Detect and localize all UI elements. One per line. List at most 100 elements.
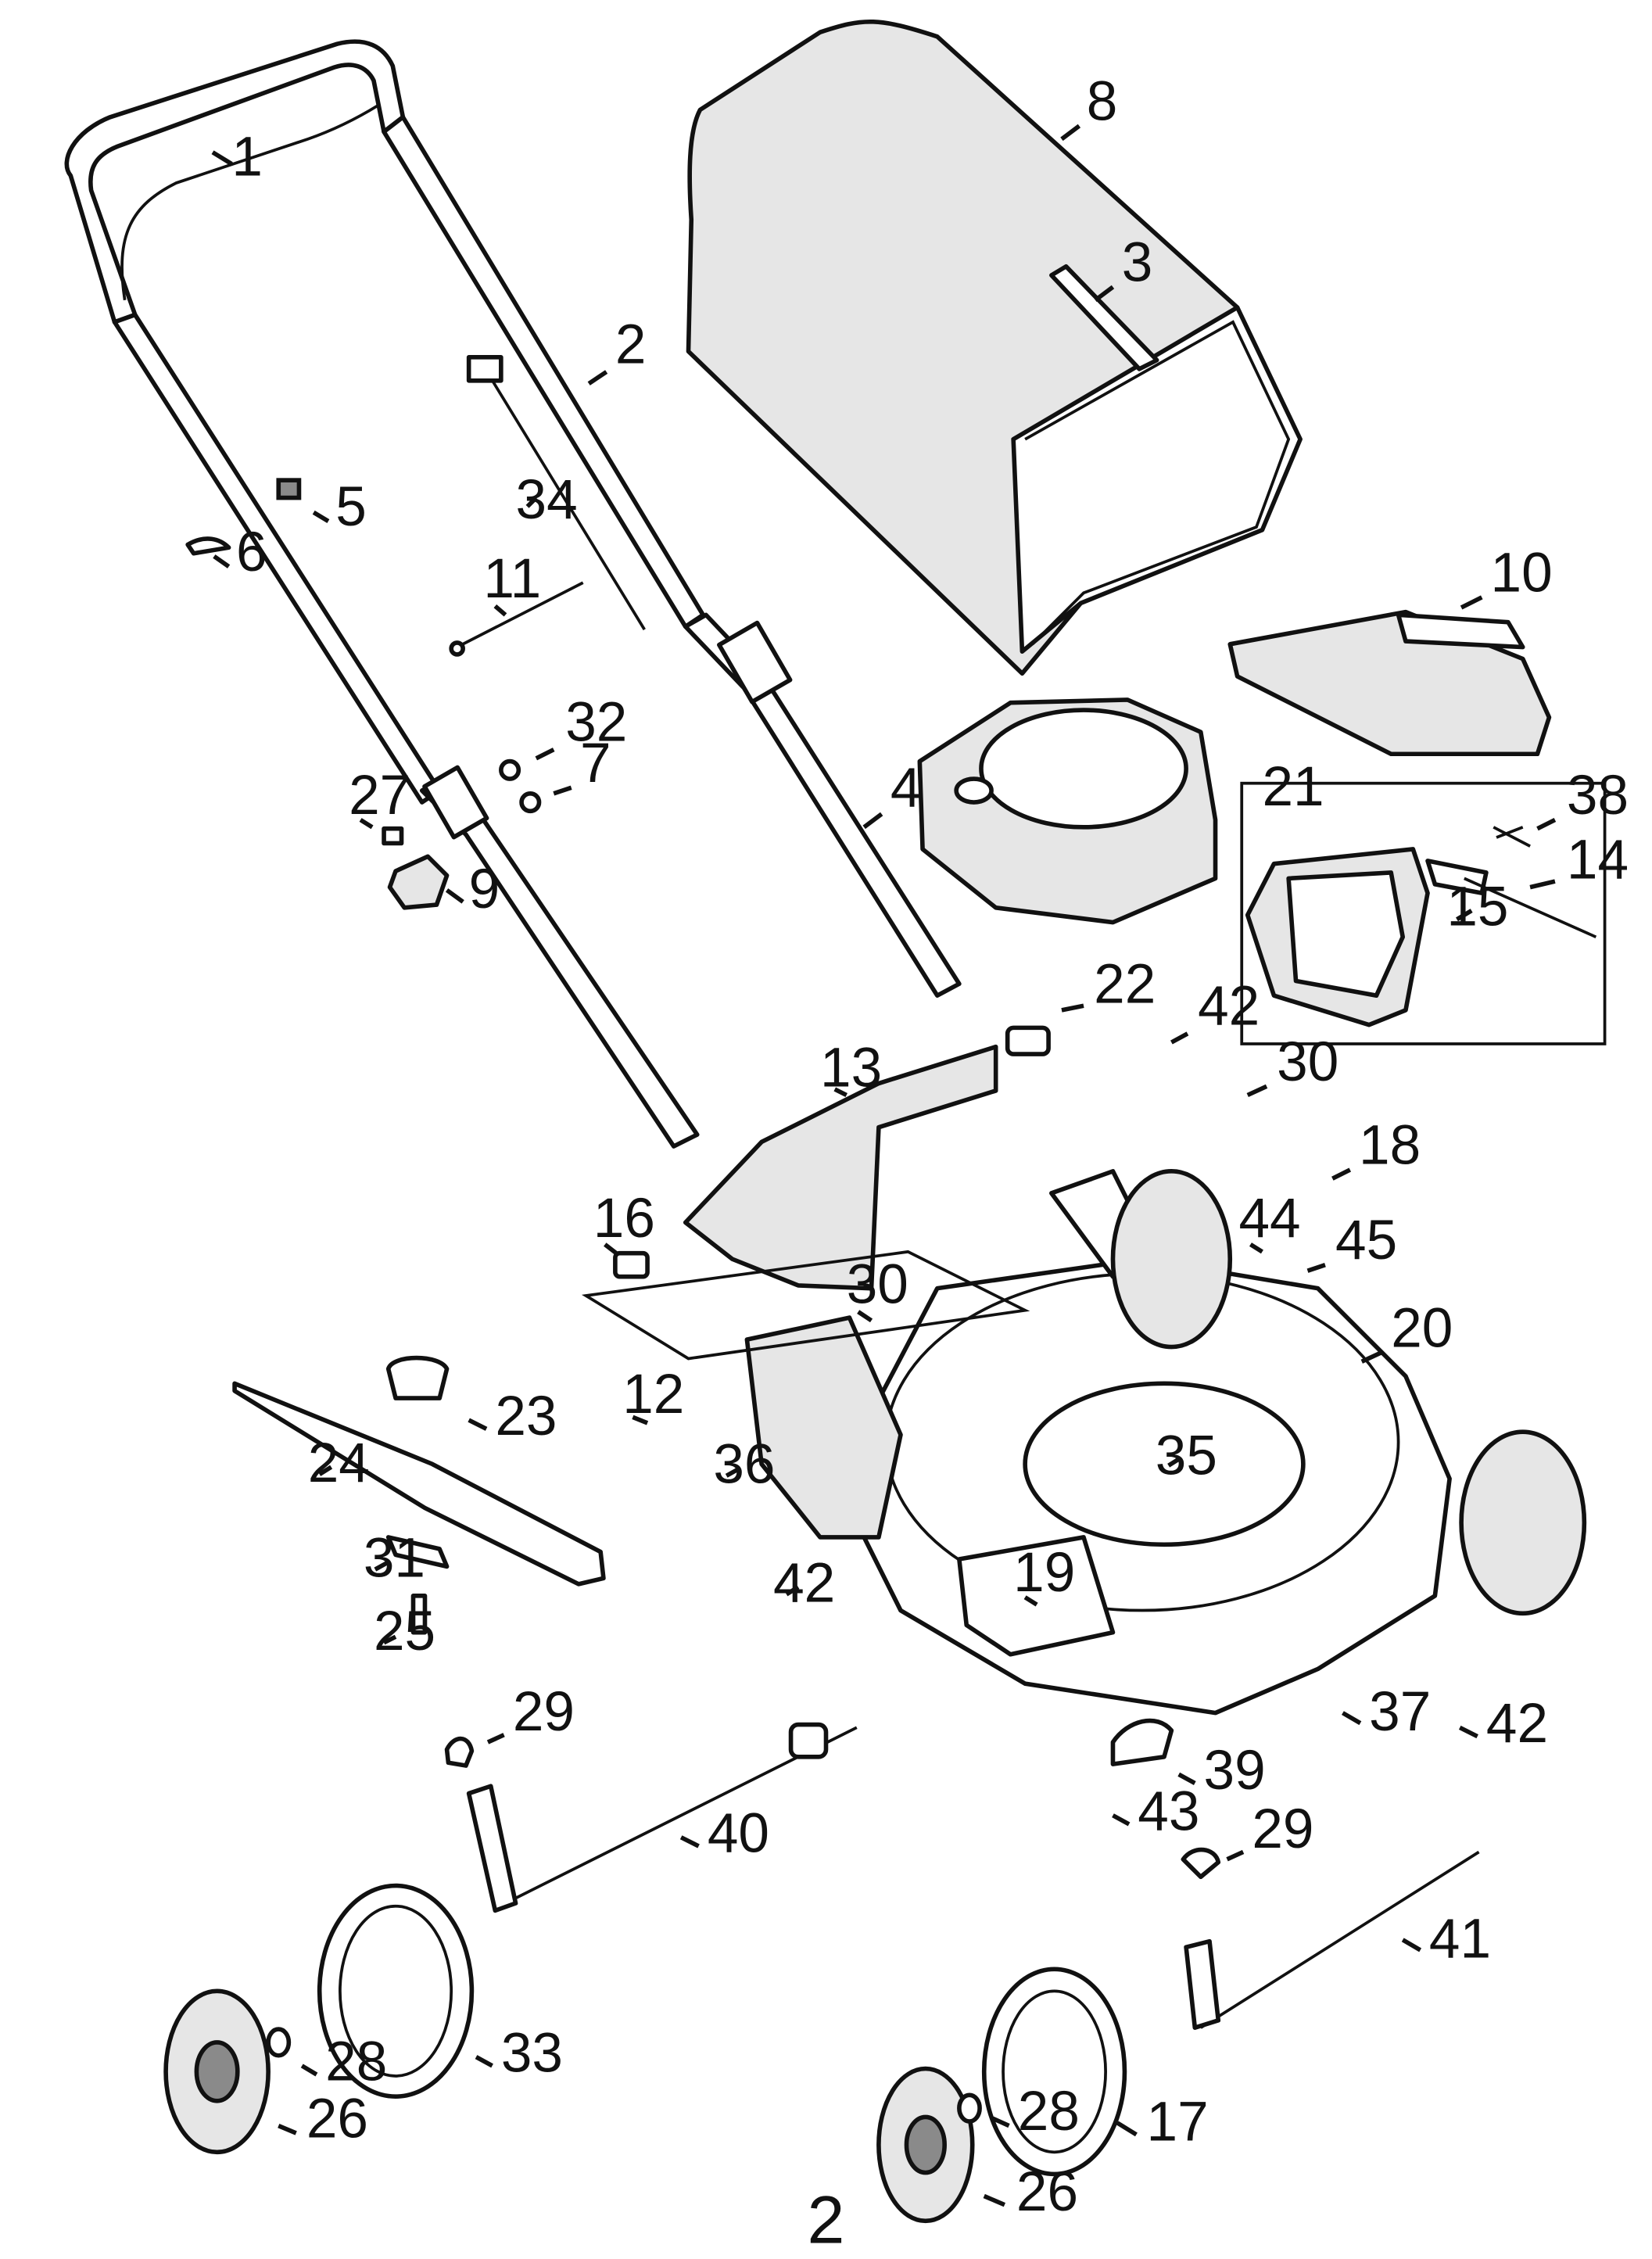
callout-26: 26 [1016, 2161, 1078, 2223]
leader-33 [475, 2055, 493, 2068]
callout-17: 17 [1147, 2091, 1209, 2153]
callout-16: 16 [593, 1188, 655, 1250]
leader-45 [1306, 1263, 1326, 1273]
callout-44: 44 [1238, 1188, 1300, 1250]
handle-hardware [185, 478, 542, 910]
callout-33: 33 [501, 2022, 563, 2084]
callout-42: 42 [773, 1552, 835, 1614]
leader-42 [1458, 1725, 1478, 1739]
callout-19: 19 [1013, 1542, 1075, 1604]
leader-38 [1536, 817, 1557, 831]
callout-4: 4 [891, 758, 922, 819]
callout-22: 22 [1094, 954, 1156, 1016]
callout-30: 30 [847, 1253, 908, 1315]
callout-21: 21 [1262, 756, 1324, 818]
leader-6 [213, 554, 231, 568]
leader-16 [604, 1242, 620, 1257]
callout-28: 28 [1018, 2081, 1080, 2142]
callout-42: 42 [1198, 976, 1260, 1038]
callout-18: 18 [1359, 1114, 1421, 1176]
callout-12: 12 [622, 1364, 684, 1425]
blade [232, 1355, 606, 1635]
leader-40 [679, 1835, 700, 1848]
leader-29 [486, 1733, 505, 1744]
callout-24: 24 [308, 1432, 370, 1494]
callout-7: 7 [580, 733, 611, 794]
callout-43: 43 [1138, 1780, 1199, 1842]
callout-30: 30 [1277, 1031, 1338, 1093]
callout-leaders [211, 124, 1557, 2207]
callout-26: 26 [306, 2089, 368, 2150]
leader-28 [300, 2064, 318, 2077]
engine [917, 697, 1218, 925]
leader-22 [1061, 1003, 1084, 1013]
callout-20: 20 [1391, 1298, 1453, 1360]
leader-44 [1249, 1242, 1263, 1254]
leader-35 [1167, 1456, 1182, 1468]
leader-29 [1226, 1849, 1245, 1862]
leader-37 [1342, 1711, 1362, 1726]
callout-14: 14 [1567, 829, 1629, 891]
leader-1 [211, 150, 233, 167]
callout-10: 10 [1491, 542, 1553, 604]
callout-36: 36 [713, 1434, 775, 1496]
callout-37: 37 [1369, 1681, 1431, 1743]
callout-34: 34 [516, 469, 578, 531]
callout-40: 40 [708, 1802, 769, 1864]
leader-4 [862, 812, 883, 830]
callout-15: 15 [1446, 876, 1508, 938]
callout-23: 23 [495, 1386, 557, 1447]
inset-box [1240, 781, 1607, 1045]
callout-2: 2 [615, 314, 647, 375]
upper-handle [64, 39, 706, 805]
leader-15 [1456, 909, 1473, 922]
leader-25 [382, 1634, 397, 1645]
callout-9: 9 [469, 859, 500, 920]
callout-35: 35 [1156, 1425, 1217, 1486]
leader-5 [312, 510, 330, 523]
leader-18 [1331, 1167, 1352, 1181]
leader-3 [1094, 285, 1115, 303]
leader-39 [1177, 1772, 1196, 1785]
callout-3: 3 [1122, 231, 1153, 293]
leader-34 [525, 496, 538, 508]
callout-29: 29 [1252, 1798, 1313, 1860]
leader-32 [535, 748, 555, 761]
page-number: 2 [808, 2182, 845, 2257]
leader-12 [632, 1415, 649, 1425]
leader-8 [1060, 124, 1081, 142]
callout-32: 32 [565, 691, 627, 753]
leader-13 [833, 1087, 848, 1098]
leader-26 [983, 2193, 1006, 2207]
callout-5: 5 [335, 476, 367, 538]
callout-25: 25 [374, 1601, 435, 1662]
callout-8: 8 [1087, 71, 1118, 133]
callout-31: 31 [364, 1527, 425, 1589]
leader-24 [318, 1465, 333, 1476]
leader-17 [1116, 2121, 1138, 2137]
leader-43 [1112, 1813, 1131, 1827]
callout-29: 29 [513, 1681, 575, 1743]
leader-9 [445, 888, 464, 904]
leader-26 [278, 2124, 297, 2135]
wheels [163, 1736, 1221, 2224]
leader-30 [857, 1310, 873, 1323]
leader-7 [553, 785, 572, 796]
callout-11: 11 [483, 548, 541, 610]
leader-30 [1246, 1084, 1268, 1098]
callout-13: 13 [820, 1037, 882, 1099]
mulch-plug [1227, 609, 1552, 757]
leader-27 [359, 818, 374, 830]
leader-19 [1023, 1595, 1038, 1607]
callout-39: 39 [1204, 1740, 1266, 1802]
callout-1: 1 [231, 127, 263, 188]
leader-11 [493, 604, 507, 617]
leader-36 [725, 1466, 741, 1478]
deck [581, 1169, 1587, 1716]
callout-42: 42 [1486, 1693, 1548, 1755]
leader-31 [374, 1560, 390, 1572]
callout-6: 6 [236, 522, 267, 583]
lower-handle [419, 612, 962, 1149]
